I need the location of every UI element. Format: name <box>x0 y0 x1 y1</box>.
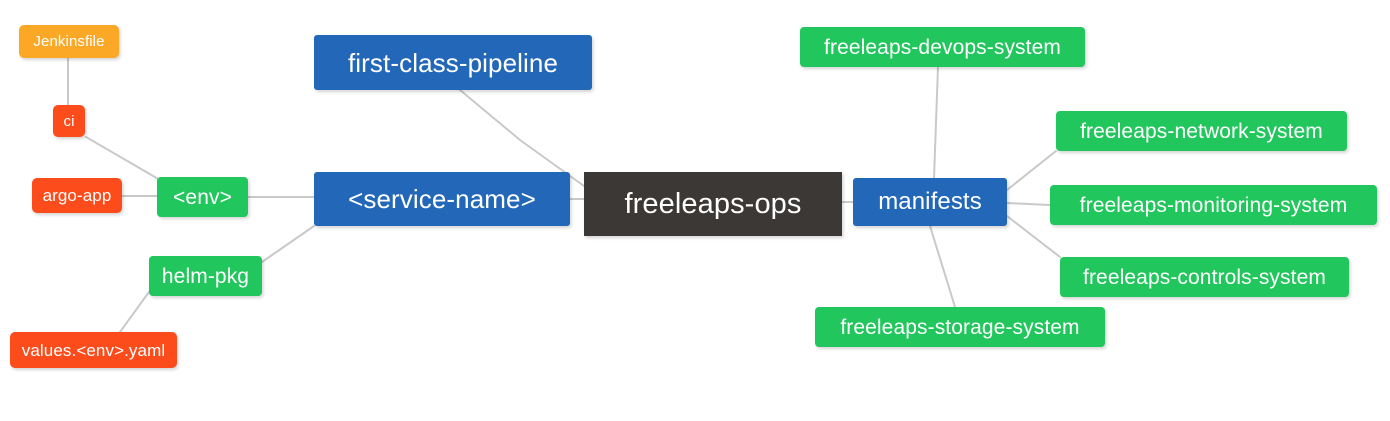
node-values-env-yaml[interactable]: values.<env>.yaml <box>10 332 177 368</box>
node-service-name[interactable]: <service-name> <box>314 172 570 226</box>
node-helm-pkg[interactable]: helm-pkg <box>149 256 262 296</box>
node-label: values.<env>.yaml <box>21 340 166 360</box>
node-label: Jenkinsfile <box>33 33 105 50</box>
node-env[interactable]: <env> <box>157 177 248 217</box>
node-label: freeleaps-ops <box>624 187 802 220</box>
edge-manifests-storage <box>929 225 956 308</box>
edge-manifests-network <box>1006 150 1057 191</box>
node-label: freeleaps-devops-system <box>824 35 1061 59</box>
node-jenkinsfile[interactable]: Jenkinsfile <box>19 25 119 58</box>
edge-manifests-devops <box>933 66 939 179</box>
node-freeleaps-controls-system[interactable]: freeleaps-controls-system <box>1060 257 1349 297</box>
node-label: argo-app <box>42 186 112 205</box>
node-label: freeleaps-storage-system <box>840 315 1080 339</box>
node-label: first-class-pipeline <box>347 47 559 78</box>
node-first-class-pipeline[interactable]: first-class-pipeline <box>314 35 592 90</box>
edge-manifests-monitoring <box>1006 202 1051 206</box>
node-freeleaps-devops-system[interactable]: freeleaps-devops-system <box>800 27 1085 67</box>
node-label: helm-pkg <box>161 264 250 288</box>
edge-env-ci <box>85 136 161 181</box>
node-ci[interactable]: ci <box>53 105 85 137</box>
node-label: ci <box>63 112 75 130</box>
node-argo-app[interactable]: argo-app <box>32 178 122 213</box>
node-manifests[interactable]: manifests <box>853 178 1007 226</box>
node-freeleaps-monitoring-system[interactable]: freeleaps-monitoring-system <box>1050 185 1377 225</box>
edge-service-name-helm-pkg <box>261 225 315 263</box>
edge-helm-pkg-values <box>119 291 150 333</box>
node-label: <service-name> <box>348 184 536 214</box>
node-freeleaps-storage-system[interactable]: freeleaps-storage-system <box>815 307 1105 347</box>
node-label: freeleaps-network-system <box>1080 119 1323 143</box>
node-root[interactable]: freeleaps-ops <box>584 172 842 236</box>
node-freeleaps-network-system[interactable]: freeleaps-network-system <box>1056 111 1347 151</box>
node-label: <env> <box>173 185 232 209</box>
node-label: manifests <box>878 188 982 215</box>
node-label: freeleaps-monitoring-system <box>1079 193 1348 217</box>
node-label: freeleaps-controls-system <box>1083 265 1326 289</box>
